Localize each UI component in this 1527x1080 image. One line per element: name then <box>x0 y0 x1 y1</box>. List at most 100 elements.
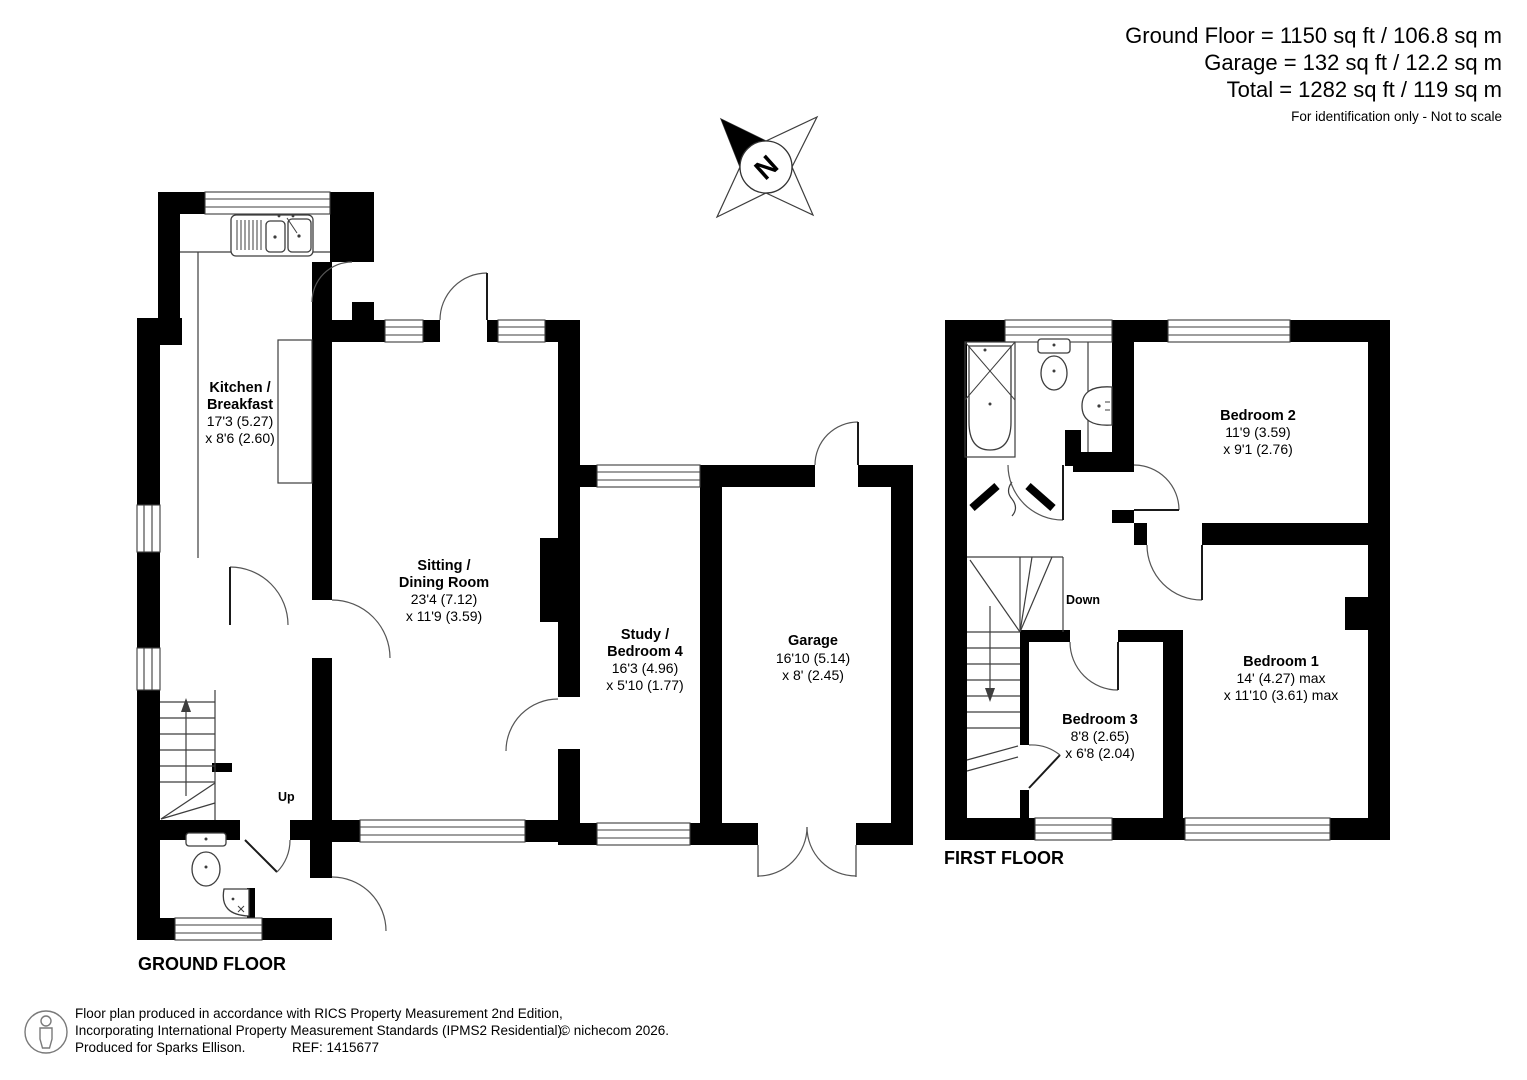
wall-break-squiggle <box>1007 481 1017 517</box>
wc-fixtures <box>185 832 250 917</box>
footer-line3: Produced for Sparks Ellison. <box>75 1040 245 1055</box>
footer-line2: Incorporating International Property Mea… <box>75 1023 566 1038</box>
compass-circle <box>739 140 793 194</box>
window <box>1184 817 1331 841</box>
stairs-first: Down <box>966 556 1100 772</box>
footer-copyright: © nichecom 2026. <box>560 1023 669 1038</box>
cupboard-door-arc <box>1028 744 1061 756</box>
wc-door-arc <box>276 839 291 873</box>
garage-label: Garage <box>788 633 838 649</box>
side-door-arc <box>311 261 353 303</box>
bedroom1-dims: x 11'10 (3.61) max <box>1224 687 1338 703</box>
window <box>596 464 701 488</box>
sitting-label: Sitting / <box>417 558 470 574</box>
footer-ref: REF: 1415677 <box>292 1040 379 1055</box>
garage-double-door-arc-left <box>757 826 808 877</box>
bathroom-fixtures <box>964 338 1113 458</box>
sink-drainer <box>236 220 262 250</box>
first-floor-walls <box>945 320 1390 840</box>
ground-floor-plan: Up <box>136 191 913 974</box>
window <box>359 819 526 843</box>
winder-tread <box>1019 556 1033 633</box>
disclaimer: For identification only - Not to scale <box>1291 109 1502 124</box>
bedroom3-dims: x 6'8 (2.04) <box>1065 745 1135 761</box>
first-floor-plan: Down <box>944 319 1390 868</box>
window <box>1167 319 1291 343</box>
window <box>497 319 546 343</box>
ground-floor-windows <box>136 191 701 941</box>
winder-tread <box>1019 556 1053 633</box>
bathroom-door-arc <box>1007 464 1064 521</box>
toilet-icon <box>185 832 227 887</box>
ground-floor-room-labels: Kitchen / Breakfast 17'3 (5.27) x 8'6 (2… <box>205 380 850 693</box>
footer: Floor plan produced in accordance with R… <box>24 1006 669 1055</box>
wc-door-leaf <box>244 839 278 873</box>
study-dims: 16'3 (4.96) <box>612 660 679 676</box>
kitchen-fixtures <box>180 214 330 558</box>
bedroom2-door-arc <box>1133 464 1180 511</box>
header: Ground Floor = 1150 sq ft / 106.8 sq m G… <box>1125 23 1502 124</box>
window <box>136 504 161 553</box>
landing-angled-walls <box>969 481 1056 517</box>
toilet-icon <box>1037 338 1071 391</box>
bathtub-icon <box>964 341 1016 458</box>
window <box>1004 319 1113 343</box>
winder-tread <box>160 802 216 820</box>
window <box>136 647 161 691</box>
bedroom1-dims: 14' (4.27) max <box>1236 670 1325 686</box>
stairs-down-arrowhead <box>985 688 995 702</box>
bedroom1-label: Bedroom 1 <box>1243 654 1319 670</box>
stairs-break-line <box>966 756 1019 772</box>
person-icon <box>24 1010 68 1054</box>
window <box>596 822 691 846</box>
study-label: Study / <box>621 627 669 643</box>
window <box>384 319 424 343</box>
corner-basin-icon <box>222 888 250 917</box>
window <box>204 191 331 215</box>
ground-floor-doors <box>229 261 859 932</box>
hall-door-arc <box>229 566 289 626</box>
sitting-room-door-arc <box>331 599 391 659</box>
study-door-arc <box>505 698 559 752</box>
compass-star <box>715 115 819 219</box>
kitchen-dims: x 8'6 (2.60) <box>205 430 275 446</box>
first-floor-windows <box>1004 319 1331 841</box>
bedroom3-label: Bedroom 3 <box>1062 712 1138 728</box>
study-dims: x 5'10 (1.77) <box>606 677 683 693</box>
bedroom3-door-arc <box>1069 641 1119 691</box>
bedroom2-dims: x 9'1 (2.76) <box>1223 441 1293 457</box>
kitchen-label: Breakfast <box>207 397 273 413</box>
bedroom3-dims: 8'8 (2.65) <box>1071 728 1130 744</box>
cupboard-door-leaf <box>1028 754 1061 789</box>
footer-line1: Floor plan produced in accordance with R… <box>75 1006 563 1021</box>
stairs-break-line <box>966 745 1019 761</box>
kitchen-label: Kitchen / <box>209 380 270 396</box>
area-garage: Garage = 132 sq ft / 12.2 sq m <box>1204 50 1502 75</box>
study-label: Bedroom 4 <box>607 644 683 660</box>
kitchen-counter <box>277 339 313 484</box>
winder-tread <box>160 782 216 820</box>
window <box>1034 817 1113 841</box>
front-door-arc <box>439 272 488 321</box>
garage-dims: x 8' (2.45) <box>782 667 844 683</box>
stairs-up-label: Up <box>278 790 295 804</box>
area-ground-floor: Ground Floor = 1150 sq ft / 106.8 sq m <box>1125 23 1502 48</box>
stairs-ground: Up <box>160 690 295 820</box>
sink-tap <box>286 217 298 234</box>
sitting-dims: x 11'9 (3.59) <box>406 608 482 624</box>
back-door-arc <box>331 876 387 932</box>
first-floor-doors <box>1007 464 1203 789</box>
garage-rear-door-arc <box>814 421 859 466</box>
garage-double-door-arc-right <box>806 826 857 877</box>
winder-tread <box>969 559 1021 633</box>
bedroom2-dims: 11'9 (3.59) <box>1225 424 1290 440</box>
garage-dims: 16'10 (5.14) <box>776 650 850 666</box>
ground-floor-title: GROUND FLOOR <box>138 954 286 974</box>
stairs-up-arrowhead <box>181 698 191 712</box>
bedroom1-door-arc <box>1146 544 1203 601</box>
window <box>174 917 263 941</box>
compass-rose-icon: N <box>715 115 819 219</box>
kitchen-sink-icon <box>230 214 314 257</box>
sitting-dims: 23'4 (7.12) <box>411 591 478 607</box>
